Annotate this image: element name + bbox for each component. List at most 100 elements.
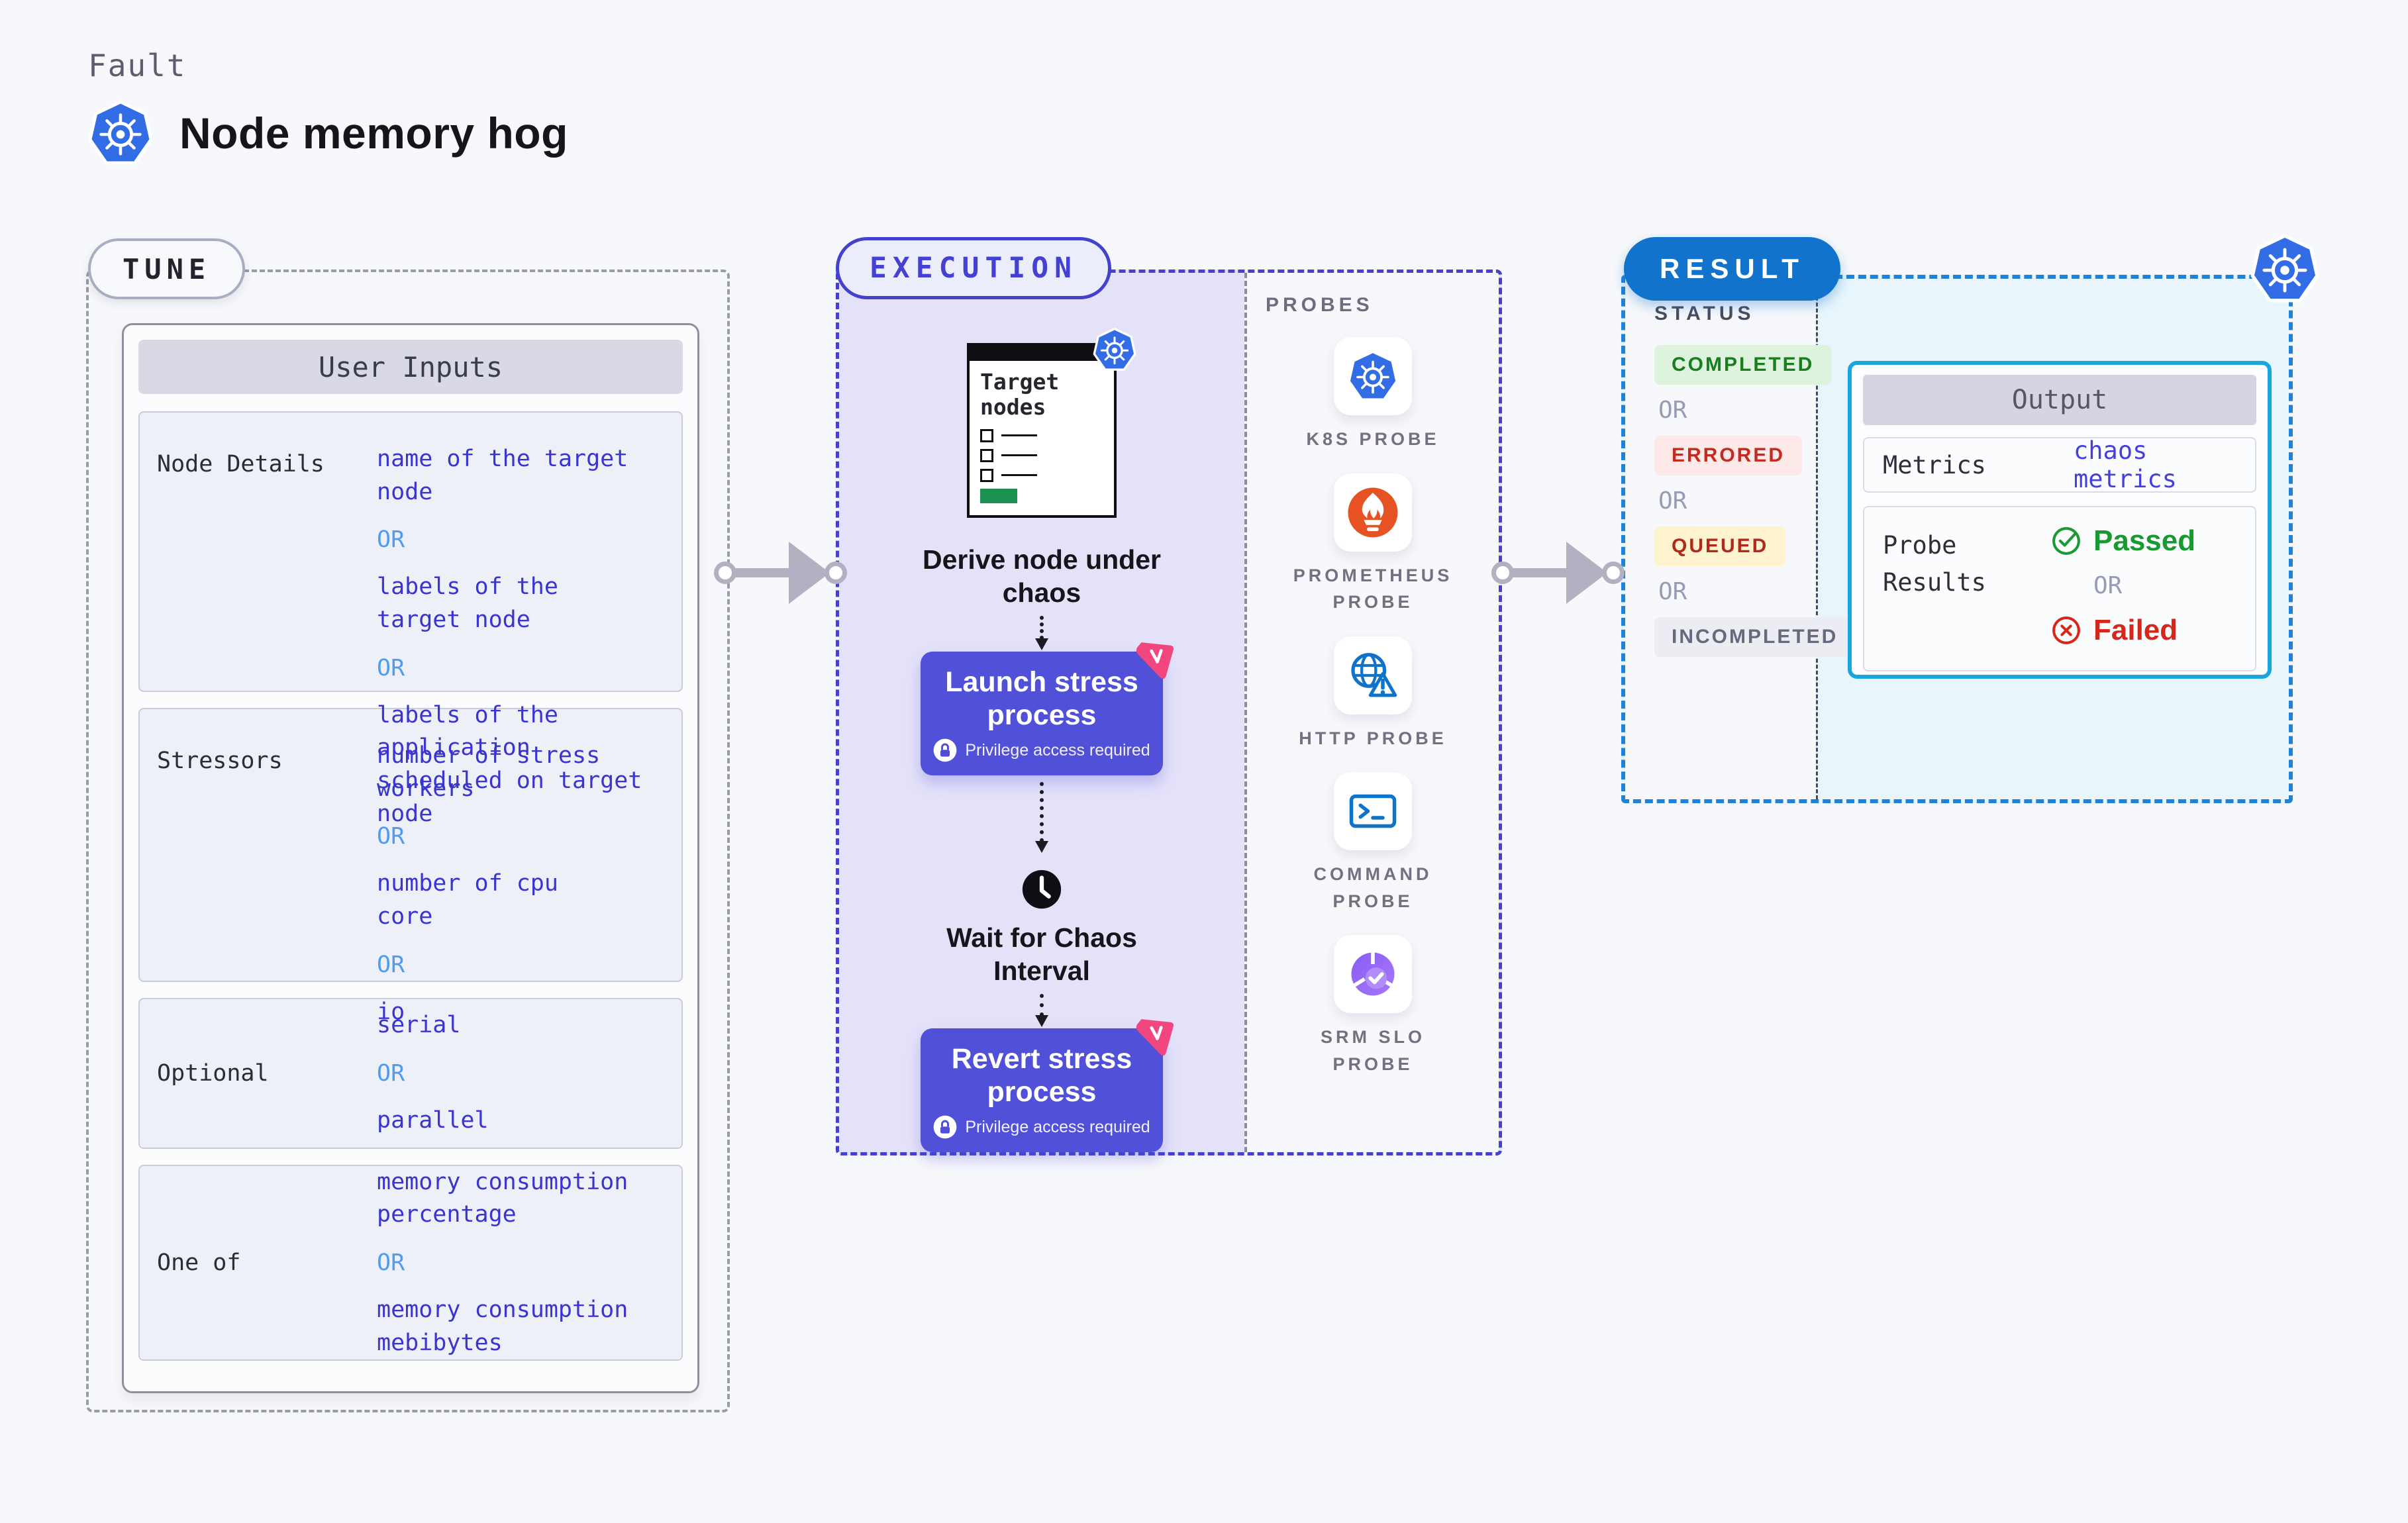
input-option: name of the target node bbox=[377, 446, 628, 505]
probe-item-command: COMMAND PROBE bbox=[1314, 772, 1432, 914]
user-input-row-one-of: One of memory consumption percentage OR … bbox=[138, 1165, 683, 1361]
user-input-row-stressors: Stressors number of stress workers OR nu… bbox=[138, 708, 683, 1025]
status-heading: STATUS bbox=[1654, 303, 1755, 324]
connector-end-dot bbox=[1602, 562, 1625, 584]
failed-label: Failed bbox=[2093, 614, 2178, 646]
row-label: Stressors bbox=[157, 748, 283, 774]
derive-node-caption: Derive node under chaos bbox=[923, 544, 1161, 608]
probe-label: SRM SLO PROBE bbox=[1320, 1027, 1425, 1074]
user-input-row-node-details: Node Details name of the target node OR … bbox=[138, 411, 683, 827]
user-inputs-card: User Inputs Node Details name of the tar… bbox=[122, 323, 699, 1393]
probe-item-k8s: K8S PROBE bbox=[1306, 337, 1439, 453]
execution-panel: Target nodes Derive node under chaos Lau… bbox=[836, 270, 1502, 1155]
privilege-note: Privilege access required bbox=[927, 738, 1156, 762]
failed-line: Failed bbox=[2051, 614, 2195, 647]
passed-line: Passed bbox=[2051, 524, 2195, 558]
probes-heading: PROBES bbox=[1266, 294, 1374, 316]
status-badge-errored: ERRORED bbox=[1654, 436, 1803, 475]
flow-arrow-down bbox=[1035, 615, 1048, 651]
tune-badge-label: TUNE bbox=[123, 252, 211, 285]
command-terminal-icon bbox=[1346, 785, 1399, 838]
list-line bbox=[1001, 454, 1037, 457]
arrowhead bbox=[789, 542, 830, 604]
chaos-flag-icon bbox=[1129, 1016, 1178, 1064]
probe-item-srm-slo: SRM SLO PROBE bbox=[1321, 935, 1425, 1077]
checkbox-icon bbox=[980, 448, 993, 462]
row-label: One of bbox=[157, 1250, 241, 1276]
chaos-flag-icon bbox=[1129, 639, 1178, 687]
status-column: STATUS COMPLETED OR ERRORED OR QUEUED OR… bbox=[1625, 279, 1856, 667]
row-label: Node Details bbox=[157, 451, 325, 477]
input-option: number of stress workers bbox=[377, 742, 601, 802]
kubernetes-icon bbox=[88, 99, 153, 167]
metrics-value: chaos metrics bbox=[2074, 436, 2177, 493]
metrics-label: Metrics bbox=[1883, 450, 1986, 479]
window-titlebar bbox=[969, 345, 1115, 361]
or-separator: OR bbox=[377, 654, 405, 681]
kubernetes-icon bbox=[1093, 327, 1136, 372]
target-nodes-title: Target nodes bbox=[980, 369, 1060, 420]
lock-icon bbox=[933, 738, 957, 762]
input-option: parallel bbox=[377, 1107, 489, 1134]
output-card: Output Metrics chaos metrics Probe Resul… bbox=[1848, 361, 2272, 679]
tune-badge: TUNE bbox=[88, 238, 246, 299]
or-separator: OR bbox=[377, 1250, 405, 1276]
list-line bbox=[1001, 434, 1037, 437]
or-separator: OR bbox=[377, 951, 405, 978]
privilege-label: Privilege access required bbox=[965, 1117, 1150, 1136]
execution-badge: EXECUTION bbox=[836, 237, 1111, 299]
fault-kicker: Fault bbox=[88, 48, 187, 83]
wait-interval-caption: Wait for Chaos Interval bbox=[946, 922, 1137, 986]
flow-arrow-down bbox=[1035, 993, 1048, 1027]
list-line bbox=[1001, 474, 1037, 477]
or-separator: OR bbox=[377, 526, 405, 554]
connector-end-dot bbox=[825, 562, 847, 584]
probe-item-prometheus: PROMETHEUS PROBE bbox=[1293, 473, 1453, 616]
passed-label: Passed bbox=[2093, 524, 2196, 557]
kubernetes-icon bbox=[1346, 350, 1399, 403]
or-separator: OR bbox=[1658, 578, 1687, 605]
output-header: Output bbox=[1863, 375, 2256, 425]
connector-start-dot bbox=[714, 562, 736, 584]
connector-line bbox=[734, 568, 790, 577]
input-option: labels of the target node bbox=[377, 573, 558, 634]
connector-line bbox=[1512, 568, 1568, 577]
revert-stress-process-step: Revert stress process Privilege access r… bbox=[921, 1028, 1163, 1153]
probe-tile bbox=[1334, 473, 1412, 552]
user-input-row-optional: Optional serial OR parallel bbox=[138, 998, 683, 1149]
row-label: Optional bbox=[157, 1060, 269, 1087]
status-badge-queued: QUEUED bbox=[1654, 526, 1786, 566]
lock-icon bbox=[933, 1115, 957, 1139]
execution-badge-label: EXECUTION bbox=[870, 252, 1078, 285]
input-option: number of cpu core bbox=[377, 870, 558, 930]
probe-item-http: HTTP PROBE bbox=[1299, 636, 1447, 752]
input-option: serial bbox=[377, 1012, 461, 1039]
status-badge-incompleted: INCOMPLETED bbox=[1654, 617, 1856, 657]
clock-icon bbox=[1018, 869, 1066, 910]
or-separator: OR bbox=[377, 823, 405, 850]
input-option: memory consumption percentage bbox=[377, 1168, 628, 1228]
or-separator: OR bbox=[2093, 572, 2123, 599]
probe-tile bbox=[1333, 935, 1412, 1013]
user-inputs-header: User Inputs bbox=[138, 340, 683, 394]
probe-label: K8S PROBE bbox=[1306, 429, 1440, 449]
prometheus-icon bbox=[1346, 486, 1399, 539]
x-circle-icon bbox=[2051, 615, 2082, 646]
metrics-row: Metrics chaos metrics bbox=[1863, 436, 2256, 493]
input-option: io bbox=[377, 998, 405, 1025]
connector-start-dot bbox=[1491, 562, 1514, 584]
kubernetes-icon bbox=[2250, 233, 2319, 305]
step-title: Launch stress process bbox=[945, 666, 1138, 731]
tune-panel bbox=[86, 270, 730, 1412]
execution-flow: Target nodes Derive node under chaos Lau… bbox=[839, 273, 1244, 1153]
page-title-row: Node memory hog bbox=[88, 99, 568, 167]
privilege-note: Privilege access required bbox=[927, 1115, 1156, 1139]
probes-section: PROBES K8S PROBE PROMETHEUS PROBE HTTP P… bbox=[1247, 273, 1499, 1152]
arrowhead bbox=[1566, 542, 1607, 604]
probes-divider bbox=[1244, 273, 1247, 1152]
node-list-item bbox=[980, 428, 1103, 442]
checkbox-icon bbox=[980, 428, 993, 442]
status-output-divider bbox=[1816, 279, 1818, 799]
page-title: Node memory hog bbox=[179, 109, 568, 158]
progress-bar bbox=[980, 488, 1017, 503]
